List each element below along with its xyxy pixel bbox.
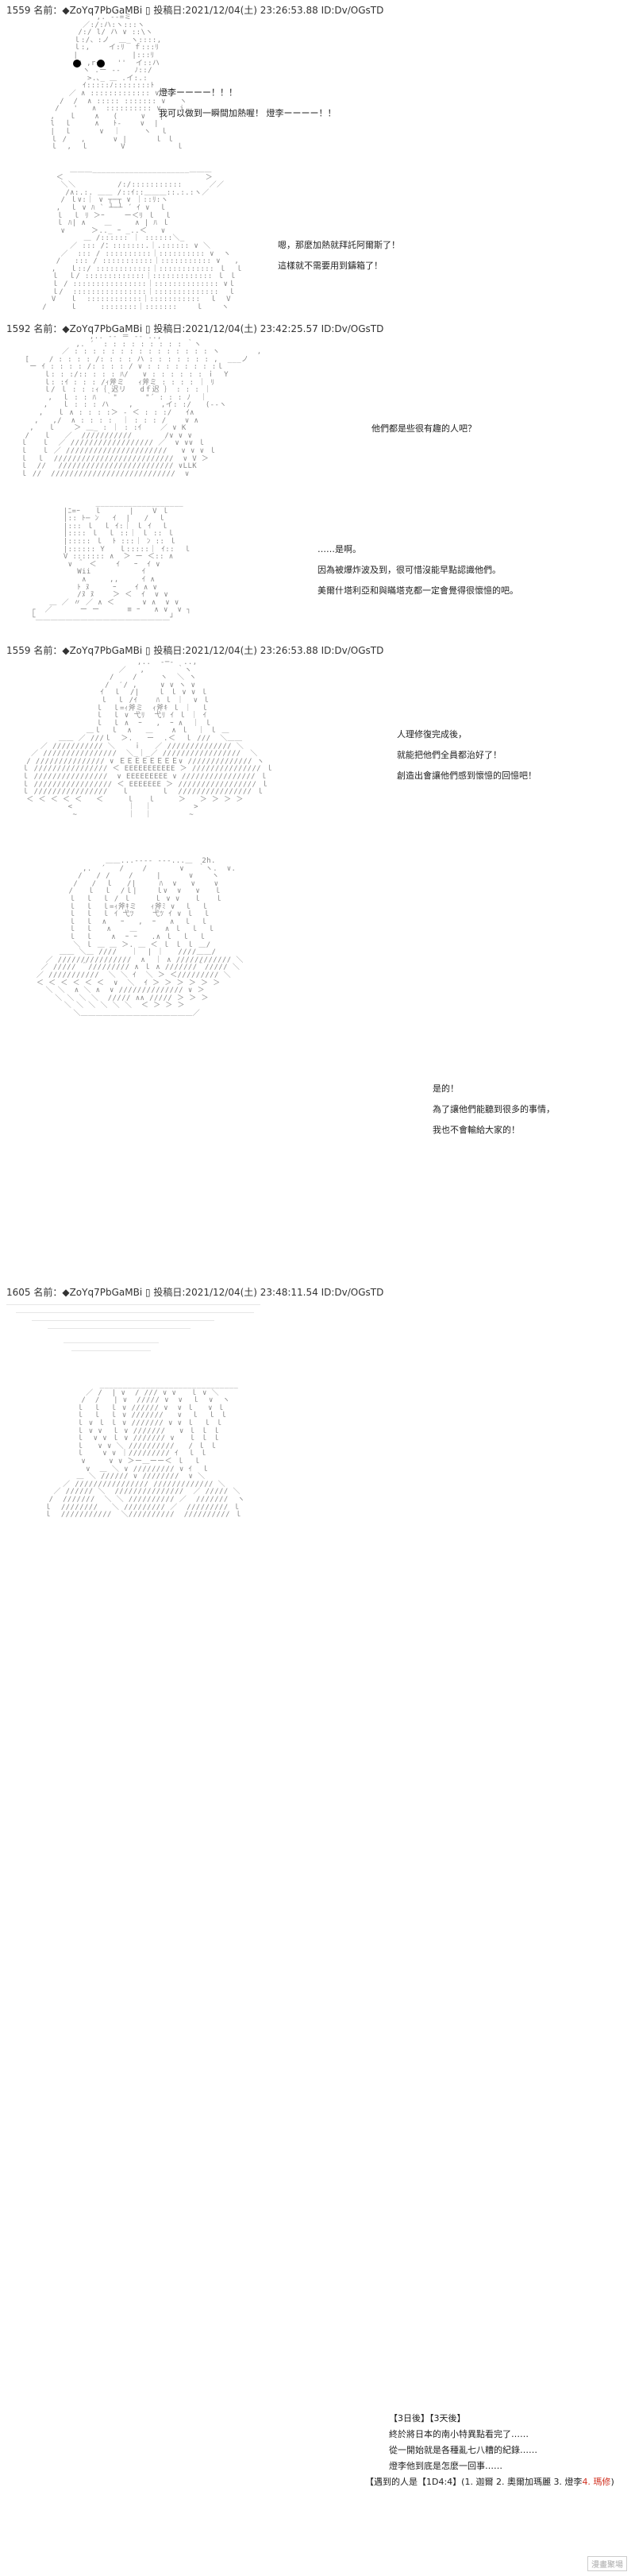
dialog-5-line-2: 就能把他們全員都治好了！ [397,750,502,760]
dialog-6: 是的！ 為了讓他們能聽到很多的事情， 我也不會輸給大家的！ [433,1079,555,1141]
ascii-art-panel-7: ______________________________ ／ / | ∨ /… [44,1381,245,1520]
separator-line [6,1304,260,1305]
dialog-2: 嗯，那麼加熱就拜託阿爾斯了！ 這樣就不需要用到鑄箱了！ [278,235,400,276]
dialog-2-line-2: 這樣就不需要用到鑄箱了！ [278,261,383,271]
footer-line-2: 終於將日本的南小特異點看完了…… [389,2429,529,2439]
ascii-art-panel-4: ___________________ |ﾆ=ｰ ｌ | V ｌ |:: ﾄ─ … [31,500,191,622]
watermark-logo: 漫畫聚場 [587,2556,627,2571]
post-header-4: 1605 名前：◆ZoYq7PbGaMBi ▯ 投稿日:2021/12/04(土… [6,1287,384,1298]
post-header-3: 1559 名前：◆ZoYq7PbGaMBi ▯ 投稿日:2021/12/04(土… [6,645,384,656]
ascii-art-panel-1: ,. -‐=ミ ／:/:ハ:ヽ:::ヽ /:/ l/ ハ ∨ ::\ヽ ｌ:/、… [50,14,187,152]
dialog-1: 燈李ーーーー！！！ 我可以做到一瞬間加熱喔！ 燈李ーーーー！！ [159,83,337,124]
footer-line-3: 從一開始就是各種亂七八糟的紀錄…… [389,2445,537,2455]
footer-narration: 【3日後】【3天後】 終於將日本的南小特異點看完了…… 從一開始就是各種亂七八糟… [365,2411,614,2490]
dialog-4-line-1: ……是啊。 [318,544,361,554]
dialog-3-line-1: 他們都是些很有趣的人吧？ [371,423,476,434]
dialog-2-line-1: 嗯，那麼加熱就拜託阿爾斯了！ [278,240,400,250]
ascii-art-panel-5: ,.. -─‐ .., ／ , ｀ヽ / / ヽ ＼ ヽ / ′/ , ∨ ∨ … [21,658,274,819]
eye-left-icon [73,60,81,68]
separator-line [48,1328,190,1329]
post-header-2: 1592 名前：◆ZoYq7PbGaMBi ▯ 投稿日:2021/12/04(土… [6,323,384,334]
separator-line [32,1320,214,1321]
footer-line-5-prefix: 【遇到的人是【1D4:4】(1. 迦爾 2. 奧爾加瑪麗 3. 燈李 [365,2477,583,2487]
dialog-4: ……是啊。 因為被爆炸波及到，很可惜沒能早點認識他們。 美爾什塔利亞和與瞞塔克都… [318,539,518,601]
dialog-6-line-1: 是的！ [433,1083,459,1094]
dialog-3: 他們都是些很有趣的人吧？ [371,419,476,439]
separator-line [64,1342,159,1343]
dialog-5-line-3: 創造出會讓他們感到懷憶的回憶吧！ [397,770,537,781]
footer-line-4: 燈李他到底是怎麼一回事…… [389,2461,502,2471]
dialog-6-line-2: 為了讓他們能聽到很多的事情， [433,1104,555,1114]
separator-line [71,1350,151,1351]
footer-line-5-suffix: ) [610,2477,614,2487]
ascii-art-panel-6: ＿＿...--‐‐ ‐‐-...＿ 2h. ,. ´ / / ∨ ｀ヽ. ∨. … [36,857,244,1018]
dialog-4-line-3: 美爾什塔利亞和與瞞塔克都一定會覺得很懷憶的吧。 [318,585,518,596]
footer-line-5: 【遇到的人是【1D4:4】(1. 迦爾 2. 奧爾加瑪麗 3. 燈李4. 瑪修) [365,2474,614,2490]
ascii-art-panel-3: ,.. -‐ ＝ ‐- .., ,. ´ : : : : : : : : : ｀… [20,333,262,478]
dialog-4-line-2: 因為被爆炸波及到，很可惜沒能早點認識他們。 [318,565,501,575]
dialog-6-line-3: 我也不會輸給大家的！ [433,1125,520,1135]
dialog-1-line-1: 燈李ーーーー！！！ [159,87,237,98]
footer-line-1: 【3日後】【3天後】 [389,2413,466,2423]
post-header-1: 1559 名前：◆ZoYq7PbGaMBi ▯ 投稿日:2021/12/04(土… [6,5,384,16]
separator-line [16,1312,254,1313]
eye-right-icon [97,60,105,68]
ascii-art-panel-2: ＿＿＿_____________________＿＿＿ ＜ ＞ ＼＼ /:/::… [42,166,244,311]
dialog-5-line-1: 人理修復完成後， [397,729,467,740]
dialog-5: 人理修復完成後， 就能把他們全員都治好了！ 創造出會讓他們感到懷憶的回憶吧！ [397,724,537,786]
dialog-1-line-2: 我可以做到一瞬間加熱喔！ 燈李ーーーー！！ [159,108,337,118]
footer-line-5-highlight: 4. 瑪修 [582,2477,611,2487]
